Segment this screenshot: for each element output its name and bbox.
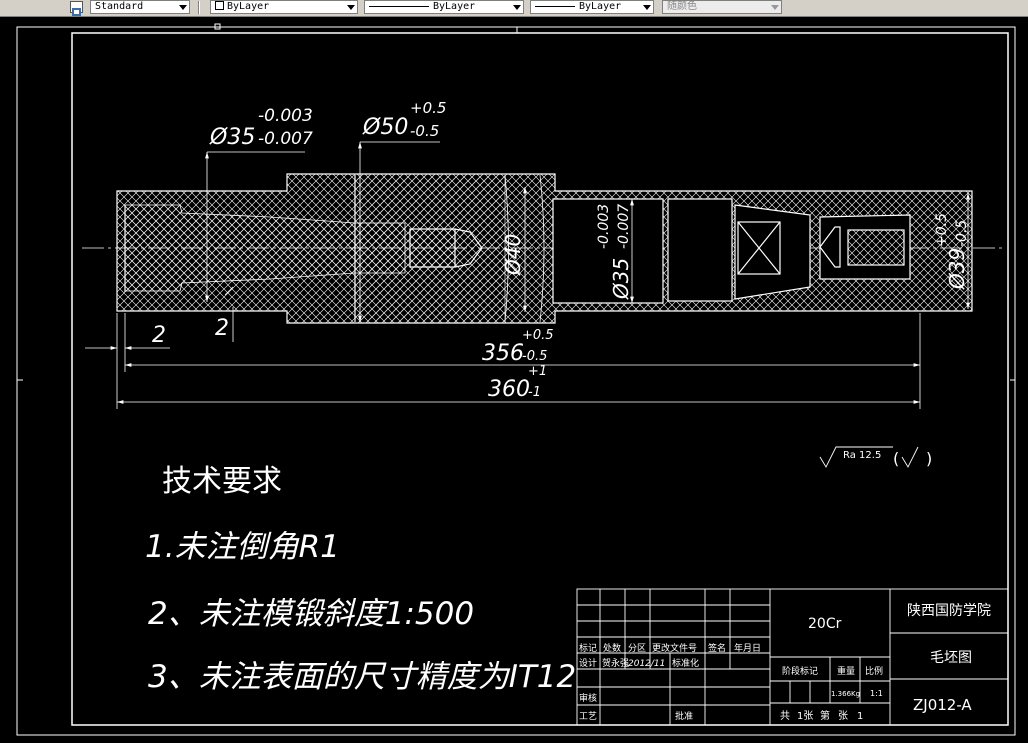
chevron-down-icon (513, 5, 521, 10)
dim-d35-symbol: Ø35 (209, 125, 255, 150)
dim-d39-upper: +0.5 (934, 213, 950, 247)
linetype-value: ByLayer (433, 1, 476, 12)
approve-label: 批准 (675, 710, 693, 722)
review-label: 审核 (579, 692, 597, 704)
note-item-3: 3、未注表面的尺寸精度为IT12 (148, 659, 576, 695)
stage-mark-label: 阶段标记 (782, 665, 818, 677)
weight-label: 重量 (837, 665, 855, 677)
dim-len356: 356 (482, 341, 524, 366)
shaft-profile (116, 173, 973, 324)
header-mark: 标记 (579, 642, 597, 654)
text-style-icon[interactable] (70, 1, 83, 16)
chevron-down-icon (771, 5, 779, 10)
sheet-no-label: 第 (820, 709, 830, 722)
lineweight-select[interactable]: ByLayer (530, 0, 654, 14)
dim-d50-symbol: Ø50 (362, 115, 408, 140)
drawing-canvas[interactable]: Ø35 -0.003 -0.007 Ø50 +0.5 -0.5 Ø40 Ø35 … (0, 17, 1028, 739)
craft-label: 工艺 (579, 711, 597, 722)
dim-len360-upper: +1 (528, 364, 547, 379)
title-block (576, 588, 1009, 726)
lineweight-preview-icon (535, 5, 575, 7)
scale-label: 比例 (865, 665, 883, 677)
dim-d35-lower: -0.007 (258, 129, 313, 149)
designer-name: 贺永强 (602, 657, 629, 669)
dim-d35b-symbol: Ø35 (609, 258, 633, 300)
color-swatch-icon (215, 1, 224, 10)
dim-d39-symbol: Ø39 (945, 248, 969, 290)
dim-chamfer-step: 2 (215, 316, 229, 341)
note-item-2: 2、未注模锻斜度1:500 (148, 596, 474, 632)
school-name: 陕西国防学院 (907, 603, 991, 619)
dim-chamfer-left: 2 (152, 323, 166, 348)
dim-d39-lower: -0.5 (954, 220, 970, 247)
grip-handle[interactable] (214, 23, 221, 30)
toolbar-separator (198, 1, 200, 14)
weight-value: 1.366Kg (831, 690, 860, 698)
text-style-value: Standard (95, 1, 144, 12)
color-select[interactable]: ByLayer (210, 0, 358, 14)
header-count: 处数 (603, 642, 621, 654)
chevron-down-icon (179, 5, 187, 10)
drawing-frame (16, 23, 1016, 736)
dim-len356-upper: +0.5 (522, 328, 554, 343)
header-signature: 签名 (708, 642, 726, 654)
material-label: 20Cr (808, 616, 842, 632)
header-zone: 分区 (628, 643, 646, 654)
standardize-label: 标准化 (672, 657, 699, 669)
header-date: 年月日 (734, 642, 761, 654)
dimension-lines (85, 141, 970, 409)
drawing-name: 毛坯图 (930, 650, 972, 666)
text-style-select[interactable]: Standard (90, 0, 190, 14)
linetype-select[interactable]: ByLayer (364, 0, 524, 14)
dim-d35b-lower: -0.007 (616, 204, 632, 249)
dim-len360-lower: -1 (528, 385, 541, 400)
lineweight-value: ByLayer (579, 1, 622, 12)
drawing-svg[interactable]: Ø35 -0.003 -0.007 Ø50 +0.5 -0.5 Ø40 Ø35 … (0, 17, 1028, 739)
drawing-number: ZJ012-A (913, 696, 972, 714)
dim-d40: Ø40 (501, 234, 525, 276)
sheet-no-unit: 张 (838, 710, 848, 722)
plot-style-select[interactable]: 随颜色 (662, 0, 782, 14)
roughness-paren-open: ( (893, 449, 899, 468)
dim-d50-upper: +0.5 (410, 99, 446, 117)
notes-heading: 技术要求 (162, 464, 282, 499)
properties-toolbar: Standard ByLayer ByLayer ByLayer 随颜色 (0, 0, 1028, 17)
sheets-total-unit: 1张 (797, 710, 813, 722)
roughness-value: Ra 12.5 (843, 450, 881, 461)
plot-style-value: 随颜色 (667, 1, 697, 12)
linetype-preview-icon (369, 5, 429, 7)
sheets-total-label: 共 (780, 710, 790, 722)
design-date: 2012/11 (628, 659, 665, 669)
roughness-symbol (819, 446, 919, 468)
dim-len360: 360 (488, 377, 530, 402)
dim-len356-lower: -0.5 (522, 349, 547, 364)
color-value: ByLayer (227, 1, 270, 12)
dim-d50-lower: -0.5 (410, 122, 439, 140)
header-doc-no: 更改文件号 (652, 642, 697, 654)
note-item-1: 1.未注倒角R1 (145, 529, 340, 565)
dim-d35-upper: -0.003 (258, 106, 313, 126)
roughness-paren-close: ) (926, 449, 932, 468)
scale-value: 1:1 (870, 689, 883, 698)
chevron-down-icon (643, 5, 651, 10)
dim-d35b-upper: -0.003 (596, 204, 612, 249)
design-label: 设计 (579, 657, 597, 669)
chevron-down-icon (347, 5, 355, 10)
sheet-no: 1 (857, 711, 863, 722)
